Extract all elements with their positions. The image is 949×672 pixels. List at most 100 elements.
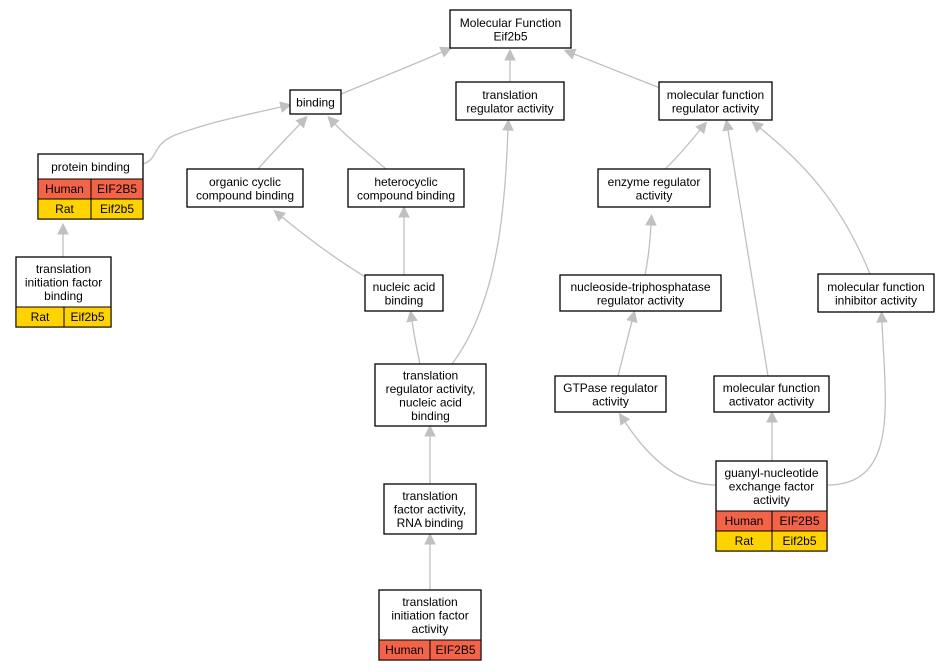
node-label-line: Eif2b5 <box>493 29 527 43</box>
edge-nucleic_acid_binding-to-organic_cyclic_compound_binding <box>273 209 373 282</box>
node-label-line: binding <box>296 96 335 110</box>
node-label-line: Molecular Function <box>460 16 561 30</box>
node-box <box>559 274 722 312</box>
edge-heterocyclic_compound_binding-to-binding <box>327 115 387 170</box>
edge-translation_initiation_factor_binding-to-protein_binding <box>57 222 69 257</box>
arrowhead-icon <box>618 412 631 426</box>
node-label-line: initiation factor <box>25 276 102 290</box>
node-label-line: activity <box>753 493 790 507</box>
node-box <box>597 168 711 208</box>
node-box <box>383 483 477 535</box>
edge-line <box>624 421 717 486</box>
edge-translation_factor_activity_rna_binding-to-translation_regulator_activity_nucleic_acid_binding <box>424 424 436 484</box>
edge-layer <box>57 46 888 590</box>
node-label-line: protein binding <box>51 160 130 174</box>
arrowhead-icon <box>406 309 418 323</box>
arrowhead-icon <box>273 209 287 222</box>
edge-binding-to-mf_root <box>340 46 453 95</box>
edge-gtpase_regulator_activity-to-nucleoside_triphosphatase_regulator_activity <box>617 310 638 377</box>
edge-translation_regulator_activity_nucleic_acid_binding-to-nucleic_acid_binding <box>406 309 421 365</box>
node-box <box>817 273 935 313</box>
arrowhead-icon <box>563 48 577 60</box>
node-label-line: molecular function <box>827 280 924 294</box>
arrowhead-icon <box>504 48 516 61</box>
node-label-line: translation <box>403 368 458 382</box>
node-label-line: activator activity <box>729 394 814 408</box>
arrowhead-icon <box>424 532 436 545</box>
node-label-line: activity <box>412 622 449 636</box>
edge-nucleic_acid_binding-to-heterocyclic_compound_binding <box>398 205 410 275</box>
node-label-line: enzyme regulator <box>608 175 701 189</box>
node-label-line: binding <box>411 409 450 423</box>
node-label-line: heterocyclic <box>374 175 437 189</box>
species-label: Human <box>725 514 764 528</box>
species-label: Human <box>385 643 424 657</box>
arrowhead-icon <box>626 310 638 323</box>
node-box <box>289 89 342 115</box>
node-label-line: activity <box>592 394 629 408</box>
edge-line <box>411 320 421 365</box>
go-term-node-binding[interactable]: binding <box>289 89 342 115</box>
node-box <box>347 168 465 208</box>
node-label-line: translation <box>402 595 457 609</box>
edge-guanyl_nucleotide_exchange_factor_activity-to-molecular_function_inhibitor_activity <box>826 310 888 486</box>
node-label-line: nucleic acid <box>373 280 436 294</box>
node-label-line: RNA binding <box>397 516 464 530</box>
arrowhead-icon <box>502 118 514 131</box>
node-label-line: molecular function <box>667 88 764 102</box>
node-label-line: guanyl-nucleotide <box>724 466 818 480</box>
gene-label: EIF2B5 <box>435 643 475 657</box>
node-layer: Molecular FunctionEif2b5bindingtranslati… <box>15 9 935 661</box>
node-label-line: molecular function <box>723 381 820 395</box>
edge-line <box>826 321 886 486</box>
edge-molecular_function_regulator_activity-to-mf_root <box>563 48 661 89</box>
arrowhead-icon <box>751 121 765 133</box>
arrowhead-icon <box>57 222 69 235</box>
edge-line <box>664 129 701 170</box>
node-label-line: exchange factor <box>729 480 814 494</box>
node-label-line: regulator activity <box>672 101 759 115</box>
edge-line <box>727 129 769 377</box>
node-label-line: nucleoside-triphosphatase <box>570 280 710 294</box>
gene-cell <box>63 306 112 328</box>
node-box <box>713 375 830 413</box>
edge-line <box>257 123 301 170</box>
node-label-line: regulator activity <box>597 293 684 307</box>
node-label-line: binding <box>385 293 424 307</box>
node-label-line: translation <box>36 262 91 276</box>
gene-label: Eif2b5 <box>782 534 816 548</box>
edge-molecular_function_inhibitor_activity-to-molecular_function_regulator_activity <box>751 121 871 275</box>
edge-protein_binding-to-binding <box>142 101 292 165</box>
node-box <box>658 81 773 121</box>
node-label-line: initiation factor <box>391 609 468 623</box>
arrowhead-icon <box>279 101 292 113</box>
edge-translation_regulator_activity-to-mf_root <box>504 48 516 82</box>
arrowhead-icon <box>424 424 436 437</box>
edge-guanyl_nucleotide_exchange_factor_activity-to-molecular_function_activator_activity <box>766 410 778 461</box>
edge-line <box>617 320 633 377</box>
species-label: Rat <box>735 534 754 548</box>
gene-label: EIF2B5 <box>97 182 137 196</box>
node-label-line: compound binding <box>357 188 455 202</box>
edge-line <box>281 216 373 282</box>
arrowhead-icon <box>439 46 453 58</box>
edge-translation_initiation_factor_activity-to-translation_factor_activity_rna_binding <box>424 532 436 590</box>
